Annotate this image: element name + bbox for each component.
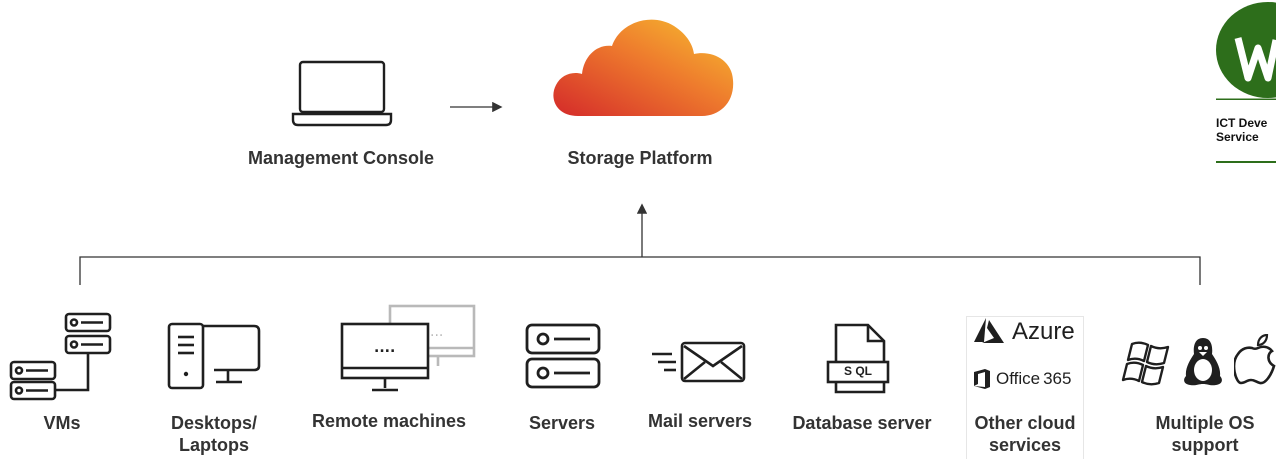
organization-logo: ICT Deve Service xyxy=(1216,0,1276,170)
database-file-icon xyxy=(826,323,890,394)
laptop-icon xyxy=(291,60,393,127)
office-logo-icon xyxy=(974,369,990,389)
office-version: 365 xyxy=(1043,369,1072,388)
azure-logo-icon xyxy=(974,318,1004,343)
logo-text-line2: Service xyxy=(1216,130,1259,144)
mail-icon xyxy=(652,341,746,383)
storage-label: Storage Platform xyxy=(567,148,713,168)
desktops-label-line2: Laptops xyxy=(179,435,249,455)
cloud-services-box xyxy=(966,316,1084,459)
vms-label: VMs xyxy=(43,413,81,433)
desktops-label: Desktops/ xyxy=(170,413,258,433)
console-label: Management Console xyxy=(247,148,435,168)
logo-text-line1: ICT Deve xyxy=(1216,116,1268,130)
remote-machines-icon: ... .... xyxy=(340,304,476,392)
logo-emblem-icon xyxy=(1216,2,1276,100)
database-server-label: Database server xyxy=(792,413,932,433)
multiple-os-label-line2: support xyxy=(1171,435,1239,455)
svg-text:....: .... xyxy=(374,340,395,356)
apple-logo-icon xyxy=(1234,334,1276,385)
desktop-icon xyxy=(167,322,261,390)
svg-text:...: ... xyxy=(430,324,443,340)
remote-machines-label: Remote machines xyxy=(311,411,467,431)
servers-icon xyxy=(525,323,601,389)
office-word: Office xyxy=(996,369,1041,388)
other-cloud-label: Other cloud xyxy=(974,413,1076,433)
mail-servers-label: Mail servers xyxy=(647,411,753,431)
cloud-icon xyxy=(553,19,734,116)
vms-icon xyxy=(9,312,112,401)
logo-divider xyxy=(1216,161,1276,163)
sources-bus-line xyxy=(79,256,1201,285)
other-cloud-label-line2: services xyxy=(988,435,1062,455)
sql-badge: S QL xyxy=(843,364,872,378)
azure-label: Azure xyxy=(1012,318,1075,345)
linux-tux-icon xyxy=(1184,338,1222,386)
multiple-os-label: Multiple OS xyxy=(1155,413,1255,433)
servers-label: Servers xyxy=(528,413,596,433)
windows-logo-icon xyxy=(1121,341,1170,386)
